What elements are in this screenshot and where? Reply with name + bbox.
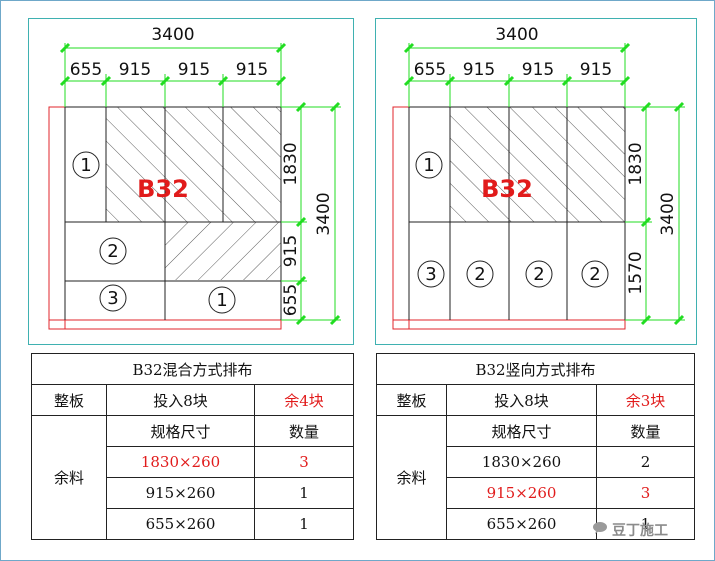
spec-cell: 655×260	[446, 508, 597, 540]
qty-cell: 1	[254, 508, 354, 540]
width-total-label: 3400	[495, 25, 538, 45]
piece-circle	[466, 260, 494, 288]
whole-board-label: 整板	[376, 384, 447, 416]
piece-circle	[581, 260, 609, 288]
piece-number: 2	[533, 264, 544, 285]
spec-cell: 1830×260	[106, 446, 255, 478]
width-segment-label: 915	[463, 60, 495, 80]
board-grid	[64, 106, 282, 320]
piece-number: 2	[589, 264, 600, 285]
width-segment-label: 655	[414, 60, 446, 80]
piece-number: 1	[423, 155, 434, 176]
remaining-count: 余3块	[596, 384, 695, 416]
watermark-text: 豆丁施工	[612, 523, 668, 539]
spec-cell: 655×260	[106, 508, 255, 540]
table-title: B32竖向方式排布	[376, 353, 695, 385]
height-total-label: 3400	[658, 192, 678, 235]
piece-number: 3	[425, 264, 436, 285]
qty-header: 数量	[254, 415, 354, 447]
qty-cell: 1	[596, 508, 695, 540]
height-total-label: 3400	[314, 192, 334, 235]
input-count: 投入8块	[446, 384, 597, 416]
qty-cell: 3	[254, 446, 354, 478]
width-segment-label: 915	[236, 60, 268, 80]
board-label: B32	[481, 175, 533, 203]
right-summary-table: B32竖向方式排布 整板 投入8块 余3块 余料 规格尺寸 数量 1830×26…	[376, 353, 695, 540]
table-row: 1830×260 2	[377, 446, 695, 478]
remaining-count: 余4块	[254, 384, 354, 416]
table-row: 915×260 3	[377, 477, 695, 509]
height-segment-label: 655	[281, 284, 301, 316]
piece-circle	[415, 151, 443, 179]
piece-circle	[208, 286, 236, 314]
spec-header: 规格尺寸	[106, 415, 255, 447]
leftover-label: 余料	[376, 415, 447, 540]
piece-circle	[99, 237, 127, 265]
whole-board-label: 整板	[31, 384, 107, 416]
width-total-label: 3400	[151, 25, 194, 45]
qty-cell: 2	[596, 446, 695, 478]
piece-number: 3	[107, 288, 118, 309]
dimension-ticks	[403, 42, 685, 326]
width-segment-label: 655	[70, 60, 102, 80]
qty-header: 数量	[596, 415, 695, 447]
piece-circle	[525, 260, 553, 288]
piece-circle	[99, 284, 127, 312]
height-segment-label: 1570	[626, 251, 646, 294]
piece-number: 2	[474, 264, 485, 285]
board-grid	[408, 106, 626, 320]
watermark: 豆丁施工	[592, 520, 668, 540]
width-segment-label: 915	[580, 60, 612, 80]
table-title: B32混合方式排布	[31, 353, 354, 385]
dimension-ticks	[59, 42, 341, 326]
qty-cell: 3	[596, 477, 695, 509]
hatched-area-mid	[165, 222, 281, 280]
input-count: 投入8块	[106, 384, 255, 416]
chat-bubble-icon	[592, 521, 608, 539]
height-segment-label: 1830	[281, 142, 301, 185]
spec-cell: 915×260	[106, 477, 255, 509]
piece-number: 1	[216, 290, 227, 311]
hatched-area-top	[106, 107, 281, 222]
right-layout-diagram: 3400 655 915 915 915 1830 1570 3400 B32 …	[375, 18, 697, 345]
qty-cell: 1	[254, 477, 354, 509]
spec-cell: 1830×260	[446, 446, 597, 478]
piece-number: 1	[80, 155, 91, 176]
board-label: B32	[137, 175, 189, 203]
spec-cell: 915×260	[446, 477, 597, 509]
piece-circle	[72, 151, 100, 179]
width-segment-label: 915	[178, 60, 210, 80]
table-row: 915×260 1	[32, 477, 354, 509]
left-layout-diagram: 3400 655 915 915 915 1830 915 655 3400 B…	[28, 18, 354, 345]
piece-circle	[417, 260, 445, 288]
spec-header: 规格尺寸	[446, 415, 597, 447]
table-row: 655×260 1	[32, 508, 354, 540]
leftover-label: 余料	[31, 415, 107, 540]
height-segment-label: 915	[281, 235, 301, 267]
hatched-area-top	[450, 107, 625, 222]
width-segment-label: 915	[522, 60, 554, 80]
width-segment-label: 915	[119, 60, 151, 80]
dimension-lines	[408, 43, 685, 321]
table-row: 655×260 1	[377, 508, 695, 540]
piece-number: 2	[107, 241, 118, 262]
height-segment-label: 1830	[626, 142, 646, 185]
left-summary-table: B32混合方式排布 整板 投入8块 余4块 余料 规格尺寸 数量 1830×26…	[31, 353, 354, 540]
